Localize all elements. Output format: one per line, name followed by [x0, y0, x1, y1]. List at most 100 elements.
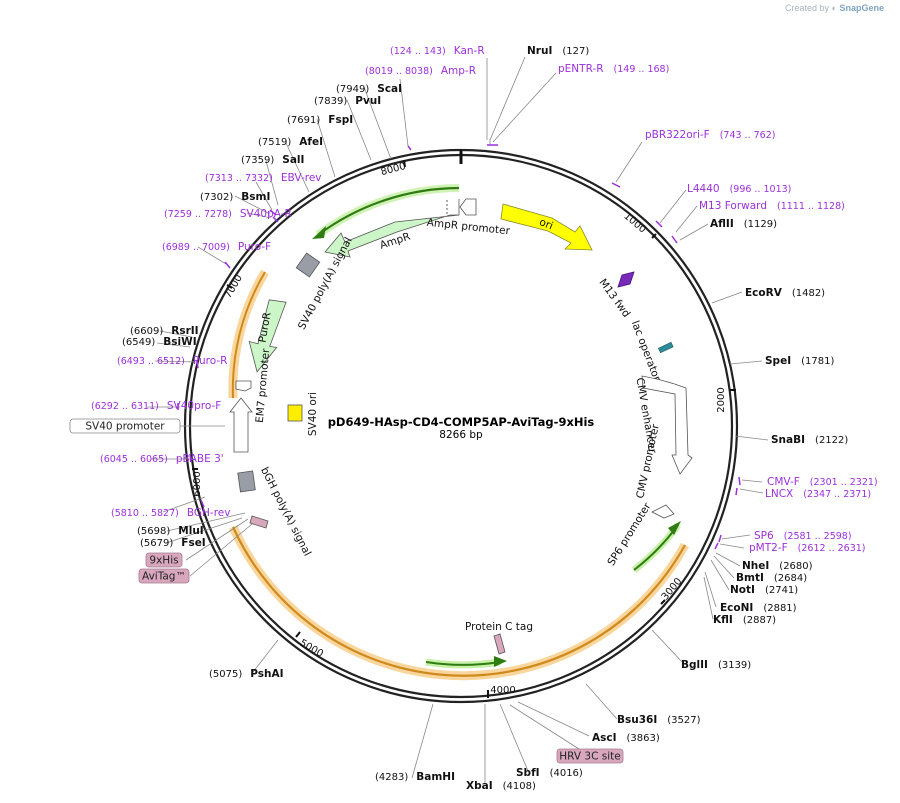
site-name: NruI [527, 45, 552, 57]
site-label-pshai: (5075)PshAI [209, 668, 284, 680]
primer-range: (124 .. 143) [390, 46, 446, 57]
site-position: (7949) [336, 84, 369, 95]
snapgene-credit: Created by ◐ SnapGene [785, 3, 884, 13]
site-name: SalI [282, 154, 304, 166]
lac-operator-label: lac operator [629, 319, 663, 383]
ampr-feature [324, 199, 460, 258]
site-position: (2881) [763, 603, 796, 614]
site-name: BmtI [736, 572, 764, 584]
primer-name: Puro-F [238, 241, 271, 253]
leader-lines [147, 56, 769, 783]
em7-promoter-feature [235, 380, 252, 392]
credit-brand: SnapGene [839, 3, 884, 13]
credit-prefix: Created by [784, 3, 830, 13]
boxed-label-sv40-promoter: SV40 promoter [85, 421, 165, 433]
site-name: AscI [592, 732, 617, 744]
site-name: EcoRV [745, 287, 783, 299]
site-label-asci: AscI (3863) [592, 732, 660, 744]
bgh-polya-feature [237, 470, 256, 493]
site-label-rsrii: (6609)RsrII [130, 325, 199, 337]
primer-name: Puro-R [193, 355, 228, 367]
site-name: KflI [713, 614, 733, 626]
site-position: (2122) [815, 435, 848, 446]
sp6-promoter-feature [651, 504, 675, 519]
primer-range: (5810 .. 5827) [111, 508, 179, 519]
primer-range: (8019 .. 8038) [365, 66, 433, 77]
lac-operator-feature [657, 341, 674, 354]
tick-label-2000: 2000 [716, 387, 727, 412]
site-name: RsrII [171, 325, 198, 337]
puror-feature [248, 299, 287, 373]
site-label-sali: (7359) SalI [241, 154, 304, 166]
plasmid-length: 8266 bp [439, 429, 483, 441]
site-position: (7359) [241, 155, 274, 166]
primer-label-amp-r: (8019 .. 8038)Amp-R [365, 65, 476, 77]
primer-marks [177, 144, 741, 550]
site-position: (2887) [743, 615, 776, 626]
primer-name: CMV-F [767, 476, 800, 488]
site-label-sbfi: SbfI(4016) [516, 767, 583, 779]
site-position: (1781) [801, 356, 834, 367]
site-name: PshAI [250, 668, 283, 680]
site-label-mlui: (5698)MluI [137, 525, 204, 537]
site-label-aflii: AflII(1129) [710, 218, 777, 230]
sv40-ori-label: SV40 ori [307, 392, 319, 436]
plasmid-title: pD649-HAsp-CD4-COMP5AP-AviTag-9xHis [328, 415, 595, 429]
m13-fwd-feature [617, 271, 635, 288]
site-label-xbai: XbaI(4108) [466, 780, 536, 792]
site-position: (2741) [765, 585, 798, 596]
puror-label: PuroR [256, 311, 273, 343]
primer-range: (1111 .. 1128) [777, 201, 845, 212]
ampr-promoter-label: AmpR promoter [426, 217, 511, 238]
primer-range: (6292 .. 6311) [91, 401, 159, 412]
primer-name: M13 Forward [699, 200, 767, 212]
site-label-bsmi: (7302) BsmI [200, 191, 270, 203]
site-position: (2680) [779, 561, 812, 572]
site-name: PvuI [355, 95, 381, 107]
site-label-scai: (7949)ScaI [336, 83, 402, 95]
primer-label-cmv-f: CMV-F(2301 .. 2321) [767, 476, 878, 488]
site-position: (4283) [375, 772, 408, 783]
site-name: NotI [730, 584, 755, 596]
orf-arrowhead-sp6 [668, 521, 681, 535]
orf-arc-puro [231, 271, 266, 399]
site-name: XbaI [466, 780, 493, 792]
site-name: FseI [181, 537, 205, 549]
site-position: (4016) [550, 768, 583, 779]
sv40-ori-feature [287, 404, 303, 422]
site-label-pvui: (7839)PvuI [314, 95, 381, 107]
primer-label-puro-f: (6989 .. 7009)Puro-F [162, 241, 271, 253]
tick-3000 [660, 599, 666, 605]
site-name: BglII [681, 659, 708, 671]
boxed-label-bg-0 [69, 418, 181, 434]
primer-name: SV40pro-F [167, 400, 221, 412]
orf-arrowhead-amp [312, 226, 326, 239]
site-name: AflII [710, 218, 734, 230]
primer-label-puro-r: (6493 .. 6512) Puro-R [117, 355, 227, 367]
protein-c-tag-feature [493, 633, 506, 655]
site-position: (7691) [287, 115, 320, 126]
primer-range: (6493 .. 6512) [117, 356, 185, 367]
site-label-noti: NotI (2741) [730, 584, 798, 596]
site-name: BsmI [241, 191, 270, 203]
site-position: (7302) [200, 192, 233, 203]
primer-range: (7313 .. 7332) [205, 173, 273, 184]
site-label-fspi: (7691)FspI [287, 114, 353, 126]
site-label-kfli: KflI (2887) [713, 614, 776, 626]
avitag-feature [249, 515, 269, 529]
primer-name: pMT2-F [749, 542, 788, 554]
tick-8000 [403, 159, 406, 168]
site-name: SpeI [765, 355, 791, 367]
primer-range: (2347 .. 2371) [803, 489, 871, 500]
boxed-label-avitag-: AviTag™ [142, 571, 186, 583]
primer-label-bgh-rev: (5810 .. 5827)BGH-rev [111, 507, 230, 519]
boxed-label-bg-3 [556, 748, 624, 764]
primer-name: pBR322ori-F [645, 129, 710, 141]
site-name: SnaBI [771, 434, 805, 446]
snapgene-logo-icon: ◐ [831, 3, 837, 13]
site-position: (3863) [627, 733, 660, 744]
sv40-polya-label: SV40 poly(A) signal [296, 236, 355, 332]
tick-label-6000: 6000 [192, 471, 203, 496]
ampr-promoter-feature [459, 198, 477, 216]
